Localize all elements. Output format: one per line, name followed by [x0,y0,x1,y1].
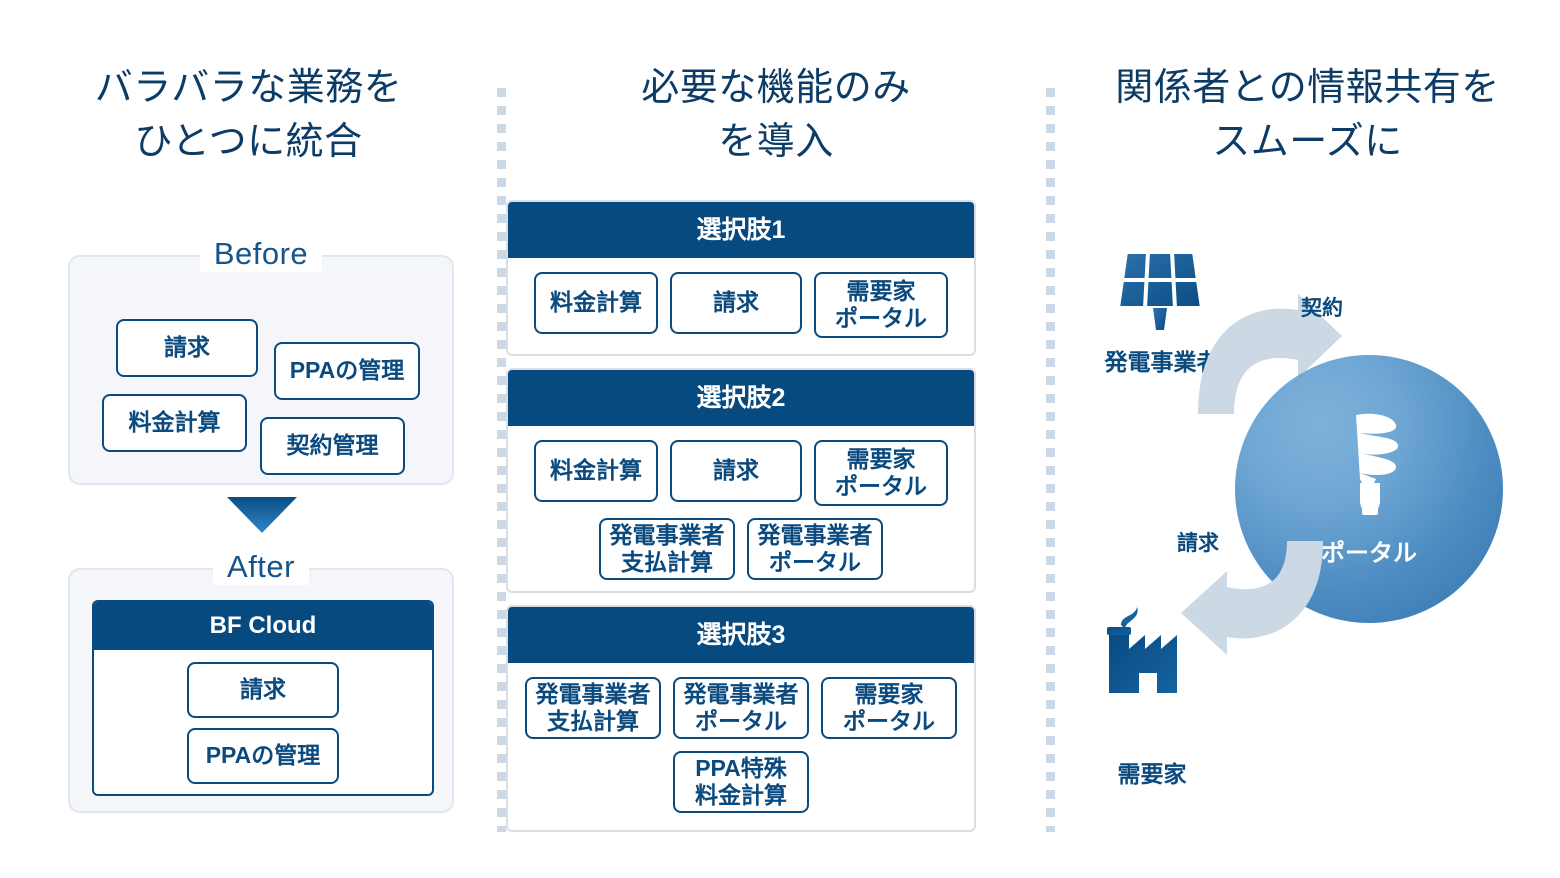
option-panel-2-body: 料金計算 請求 需要家 ポータル 発電事業者 支払計算 発電事業者 ポータル [508,426,974,591]
option2-item-billing[interactable]: 請求 [670,440,802,502]
column-divider-right [1046,88,1055,832]
before-frame: Before 請求 PPAの管理 料金計算 契約管理 [68,236,454,485]
option-panel-1-body: 料金計算 請求 需要家 ポータル [508,258,974,354]
title-line-2: ひとつに統合 [134,120,363,163]
after-item-billing[interactable]: 請求 [187,662,339,718]
before-item-billing[interactable]: 請求 [116,319,258,377]
option-panel-1: 選択肢1 料金計算 請求 需要家 ポータル [506,200,976,356]
column-sharing: 関係者との情報共有を スムーズに 発電事業者 [1055,0,1560,787]
bf-cloud-panel-body: 請求 PPAの管理 料金計算 契約管理 [94,650,432,796]
column-divider-left [497,88,506,832]
contract-arrow-icon [1198,294,1342,414]
before-item-ppa-management[interactable]: PPAの管理 [274,342,420,400]
title-line-1: バラバラな業務を [94,67,403,109]
compact-fluorescent-bulb-icon [1356,413,1399,515]
column-title-integration: バラバラな業務を ひとつに統合 [0,62,497,170]
title-line-2: を導入 [718,120,834,163]
option2-item-consumer-portal[interactable]: 需要家 ポータル [814,440,948,506]
factory-icon [1107,607,1177,693]
billing-arrow-icon [1181,541,1323,655]
title-line-2: スムーズに [1212,120,1403,163]
after-item-ppa-management[interactable]: PPAの管理 [187,728,339,784]
option-panel-3-body: 発電事業者 支払計算 発電事業者 ポータル 需要家 ポータル PPA特殊 料金計… [508,663,974,829]
before-legend: Before [199,236,323,272]
option2-item-rate-calculation[interactable]: 料金計算 [534,440,658,502]
solar-panel-icon [1115,250,1205,330]
option3-item-producer-payment-calculation[interactable]: 発電事業者 支払計算 [525,677,661,739]
bf-cloud-panel: BF Cloud 請求 PPAの管理 料金計算 契約管理 [92,600,434,796]
consumer-label: 需要家 [1117,761,1187,787]
option2-item-producer-portal[interactable]: 発電事業者 ポータル [747,518,883,580]
column-title-sharing: 関係者との情報共有を スムーズに [1055,62,1560,170]
title-line-1: 関係者との情報共有を [1115,67,1500,109]
before-item-rate-calculation[interactable]: 料金計算 [102,394,247,452]
producer-label: 発電事業者 [1104,349,1220,375]
option-panel-3-title: 選択肢3 [508,607,974,663]
after-legend: After [213,549,309,585]
option-panel-3: 選択肢3 発電事業者 支払計算 発電事業者 ポータル 需要家 ポータル PPA特… [506,605,976,832]
option-panel-2-title: 選択肢2 [508,370,974,426]
option1-item-rate-calculation[interactable]: 料金計算 [534,272,658,334]
option-panel-1-title: 選択肢1 [508,202,974,258]
contract-arrow-label: 契約 [1301,297,1343,320]
option2-item-producer-payment-calculation[interactable]: 発電事業者 支払計算 [599,518,735,580]
option3-item-consumer-portal[interactable]: 需要家 ポータル [821,677,957,739]
column-modules: 必要な機能のみ を導入 選択肢1 料金計算 請求 需要家 ポータル 選択肢2 料… [506,0,1046,832]
option3-item-ppa-special-rate-calculation[interactable]: PPA特殊 料金計算 [673,751,809,813]
down-arrow-icon [227,497,297,533]
billing-arrow-label: 請求 [1177,532,1219,555]
before-item-contract-management[interactable]: 契約管理 [260,417,405,475]
option-panel-2: 選択肢2 料金計算 請求 需要家 ポータル 発電事業者 支払計算 発電事業者 ポ… [506,368,976,593]
after-item-rate-calculation[interactable]: 料金計算 [187,794,339,796]
option3-item-producer-portal[interactable]: 発電事業者 ポータル [673,677,809,739]
column-integration: バラバラな業務を ひとつに統合 Before 請求 PPAの管理 料金計算 契約… [0,0,497,813]
after-frame: After BF Cloud 請求 PPAの管理 料金計算 契約管理 [68,549,454,813]
sharing-diagram: 発電事業者 契約 ポータル 請求 [1055,180,1560,820]
title-line-1: 必要な機能のみ [641,67,911,109]
option1-item-billing[interactable]: 請求 [670,272,802,334]
column-title-modules: 必要な機能のみ を導入 [506,62,1046,170]
bf-cloud-panel-title: BF Cloud [94,602,432,650]
portal-label: ポータル [1321,539,1417,567]
option1-item-consumer-portal[interactable]: 需要家 ポータル [814,272,948,338]
